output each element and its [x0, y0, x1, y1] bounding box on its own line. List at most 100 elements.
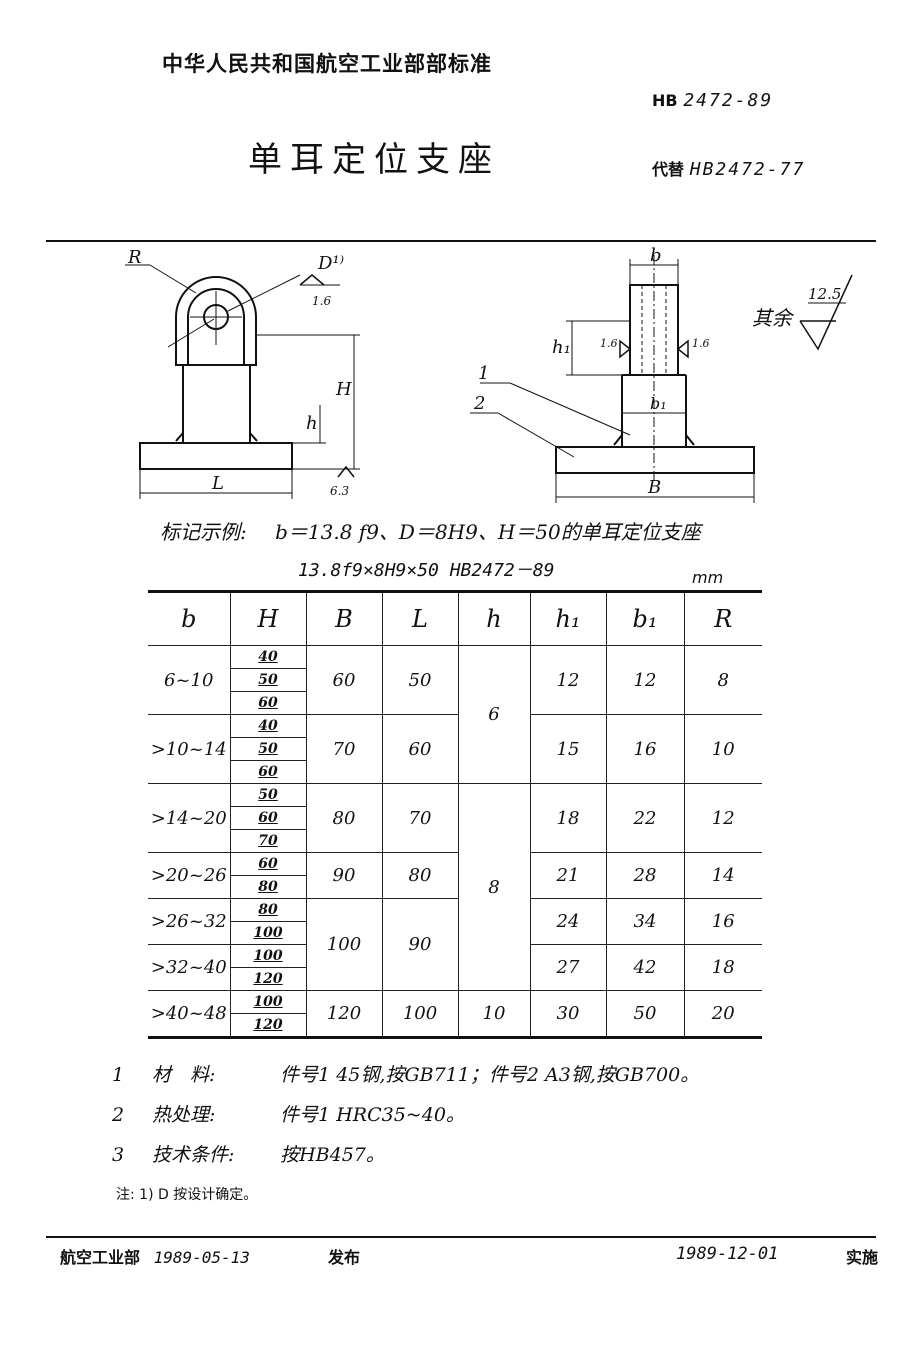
header-b1: b₁ — [605, 591, 685, 646]
cell-B: 70 — [305, 714, 383, 784]
cell-h: 8 — [457, 783, 531, 991]
cell-R: 8 — [683, 645, 762, 715]
note-number: 3 — [112, 1144, 125, 1166]
cell-L: 50 — [381, 645, 459, 715]
cell-R: 16 — [683, 898, 762, 945]
cell-H: 60 — [230, 760, 306, 784]
note-text: 件号1 HRC35~40。 — [280, 1104, 465, 1126]
right-view-base — [555, 446, 755, 474]
note-number: 1 — [112, 1064, 125, 1086]
left-view-ear — [175, 276, 257, 366]
label-h1: h₁ — [552, 337, 571, 358]
label-D: D¹⁾ — [317, 253, 344, 274]
table-row: >40~48 100 120 100 10 30 50 20 — [148, 990, 762, 1038]
technical-drawing: R D¹⁾ 1.6 H h L 6.3 b h₁ 1.6 1.6 b₁ 1 2 … — [125, 245, 853, 503]
label-B: B — [647, 477, 661, 498]
label-part1: 1 — [478, 363, 489, 384]
standard-prefix: HB — [652, 91, 678, 110]
issue-label: 发布 — [328, 1248, 361, 1267]
footer-issuer: 航空工业部 1989-05-13 — [60, 1244, 250, 1268]
header-rule — [46, 240, 876, 242]
cell-R: 14 — [683, 852, 762, 899]
issuer-name: 航空工业部 — [60, 1248, 141, 1267]
cell-B: 100 — [305, 898, 383, 991]
cell-H: 80 — [229, 898, 307, 922]
note-text: 按HB457。 — [280, 1144, 385, 1166]
replaces-code: HB2472-77 — [689, 159, 806, 180]
standard-number: HB 2472-89 — [652, 90, 773, 111]
cell-b1: 50 — [605, 990, 685, 1038]
cell-h: 6 — [457, 645, 531, 784]
cell-h1: 15 — [529, 714, 607, 784]
table-row: 50 — [148, 668, 762, 692]
cell-H: 100 — [229, 944, 307, 968]
cell-R: 18 — [683, 944, 762, 991]
document-title: 单耳定位支座 — [248, 140, 500, 180]
note-number: 2 — [112, 1104, 125, 1126]
table-row: >10~14 40 70 60 15 16 10 — [148, 714, 762, 784]
cell-b: 6~10 — [148, 645, 231, 715]
cell-L: 70 — [381, 783, 459, 853]
cell-h1: 18 — [529, 783, 607, 853]
cell-h1: 21 — [529, 852, 607, 899]
cell-H: 100 — [229, 990, 307, 1014]
cell-H: 50 — [230, 668, 306, 692]
cell-b: >10~14 — [148, 714, 231, 784]
note-heat-treatment: 2 热处理: 件号1 HRC35~40。 — [112, 1100, 465, 1127]
cell-b1: 22 — [605, 783, 685, 853]
table-row: 60 — [148, 760, 762, 784]
cell-b: >14~20 — [148, 783, 231, 853]
cell-b1: 28 — [605, 852, 685, 899]
footer-rule — [46, 1236, 876, 1238]
replaces-label: 代替 — [652, 160, 685, 179]
cell-b1: 16 — [605, 714, 685, 784]
cell-H: 40 — [229, 714, 307, 738]
note-label: 热处理: — [152, 1104, 216, 1126]
note-tech-conditions: 3 技术条件: 按HB457。 — [112, 1140, 385, 1167]
table-row: 120 — [148, 967, 762, 991]
header-L: L — [381, 591, 459, 646]
cell-H: 70 — [230, 829, 306, 853]
cell-L: 80 — [381, 852, 459, 899]
table-row: 120 — [148, 1013, 762, 1038]
note-text: 件号1 45钢,按GB711；件号2 A3钢,按GB700。 — [280, 1064, 700, 1086]
cell-h: 10 — [457, 990, 531, 1038]
cell-B: 80 — [305, 783, 383, 853]
header-b: b — [148, 591, 231, 646]
issuing-authority: 中华人民共和国航空工业部部标准 — [162, 52, 492, 76]
label-rough-base: 6.3 — [330, 484, 349, 498]
cell-h1: 12 — [529, 645, 607, 715]
cell-H: 100 — [230, 921, 306, 945]
cell-H: 80 — [230, 875, 306, 899]
cell-L: 100 — [381, 990, 459, 1038]
note-label: 技术条件: — [152, 1144, 235, 1166]
cell-h1: 30 — [529, 990, 607, 1038]
marking-example-text: b＝13.8 f9、D＝8H9、H＝50的单耳定位支座 — [275, 520, 701, 544]
left-view-base — [139, 442, 293, 470]
label-rough-d: 1.6 — [312, 294, 331, 308]
standard-code: 2472-89 — [683, 90, 774, 111]
marking-example-label: 标记示例: — [160, 520, 247, 544]
marking-example: 标记示例: b＝13.8 f9、D＝8H9、H＝50的单耳定位支座 — [160, 516, 701, 545]
label-L: L — [211, 473, 224, 494]
label-h: h — [306, 413, 318, 434]
note-material: 1 材 料: 件号1 45钢,按GB711；件号2 A3钢,按GB700。 — [112, 1060, 699, 1087]
label-rough2: 1.6 — [692, 337, 710, 350]
cell-H: 50 — [229, 783, 307, 807]
cell-b: >20~26 — [148, 852, 231, 899]
label-b: b — [650, 245, 662, 266]
cell-H: 120 — [230, 967, 306, 991]
label-H: H — [335, 379, 352, 400]
cell-H: 60 — [230, 806, 306, 830]
cell-b1: 34 — [605, 898, 685, 945]
cell-H: 60 — [229, 852, 307, 876]
label-rough1: 1.6 — [600, 337, 618, 350]
cell-R: 12 — [683, 783, 762, 853]
table-row: 70 — [148, 829, 762, 853]
label-b1: b₁ — [650, 394, 667, 413]
label-R: R — [127, 247, 142, 268]
header-R: R — [683, 591, 762, 646]
right-view-tongue — [629, 284, 679, 376]
cell-h1: 27 — [529, 944, 607, 991]
cell-h1: 24 — [529, 898, 607, 945]
